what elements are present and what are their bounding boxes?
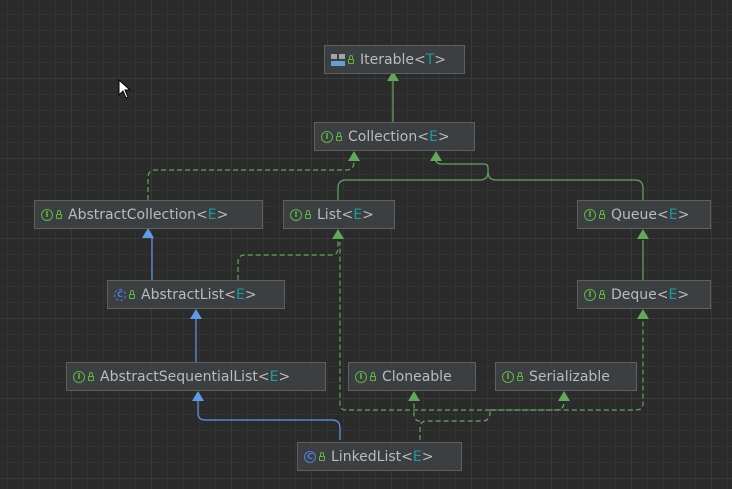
edge-linkedlist-serializable [490, 400, 565, 411]
arrowhead-deque [637, 309, 649, 319]
arrowhead-iterable [387, 71, 399, 81]
type-param: E [412, 448, 422, 465]
interface-icon: I [502, 370, 514, 383]
lock-icon [56, 210, 62, 219]
edge-linkedlist-list [339, 242, 490, 411]
node-name: LinkedList [331, 448, 402, 465]
node-collection[interactable]: I Collection<E> [314, 122, 475, 151]
type-param: E [269, 368, 279, 385]
interface-icon: I [321, 130, 333, 143]
interface-icon: I [290, 208, 302, 221]
abstract-class-icon: C [114, 288, 126, 301]
lock-icon [319, 452, 325, 461]
type-param: E [668, 286, 678, 303]
arrowhead-queue [637, 229, 649, 239]
lock-icon [599, 290, 605, 299]
arrowhead-abstractcollection [142, 228, 154, 238]
class-icon: C [304, 450, 316, 463]
type-param: E [428, 128, 438, 145]
node-name: Serializable [529, 368, 610, 385]
node-name: Queue [611, 206, 657, 223]
interface-icon: I [73, 370, 85, 383]
node-list[interactable]: I List<E> [283, 200, 395, 229]
arrowhead-abstractlist [190, 309, 202, 319]
edge-abstractcollection-collection [147, 158, 355, 200]
lock-icon [370, 372, 376, 381]
lock-icon [305, 210, 311, 219]
lock-icon [348, 55, 354, 64]
interface-icon: I [584, 288, 596, 301]
lock-icon [336, 132, 342, 141]
type-param: E [207, 206, 217, 223]
interface-icon: I [584, 208, 596, 221]
mouse-cursor-icon [118, 79, 132, 99]
type-param: E [235, 286, 245, 303]
node-name: AbstractSequentialList [100, 368, 258, 385]
interface-icon: I [41, 208, 53, 221]
arrowhead-serializable [558, 391, 570, 401]
node-serializable[interactable]: I Serializable [495, 362, 637, 391]
library-icon [331, 53, 345, 66]
lock-icon [129, 290, 135, 299]
type-param: T [425, 51, 435, 68]
edge-linkedlist-deque [419, 320, 644, 440]
node-name: AbstractList [141, 286, 225, 303]
lock-icon [88, 372, 94, 381]
node-name: Collection [348, 128, 418, 145]
node-abstract-list[interactable]: C AbstractList<E> [107, 280, 285, 309]
lock-icon [599, 210, 605, 219]
node-abstract-collection[interactable]: I AbstractCollection<E> [34, 200, 263, 229]
node-linked-list[interactable]: C LinkedList<E> [297, 442, 462, 471]
type-param: E [668, 206, 678, 223]
node-abstract-sequential-list[interactable]: I AbstractSequentialList<E> [66, 362, 326, 391]
node-deque[interactable]: I Deque<E> [577, 280, 711, 309]
arrowhead-collection-left [348, 151, 360, 161]
arrowhead-cloneable [408, 391, 420, 401]
interface-icon: I [355, 370, 367, 383]
edge-abstractlist-list [237, 236, 339, 280]
node-iterable[interactable]: Iterable<T> [324, 45, 465, 74]
arrowhead-collection-right [430, 151, 442, 161]
node-name: Iterable [360, 51, 414, 68]
type-param: E [353, 206, 363, 223]
node-name: AbstractCollection [68, 206, 197, 223]
node-name: Cloneable [382, 368, 452, 385]
edge-linkedlist-cloneable [413, 400, 421, 422]
edge-linkedlist-asl [197, 400, 341, 440]
node-name: Deque [611, 286, 657, 303]
edge-queue-collection [487, 171, 644, 200]
node-cloneable[interactable]: I Cloneable [348, 362, 476, 391]
node-name: List [317, 206, 342, 223]
node-queue[interactable]: I Queue<E> [577, 200, 711, 229]
arrowhead-list [332, 229, 344, 239]
edge-list-collection [337, 158, 489, 200]
arrowhead-asl [192, 391, 204, 401]
lock-icon [517, 372, 523, 381]
